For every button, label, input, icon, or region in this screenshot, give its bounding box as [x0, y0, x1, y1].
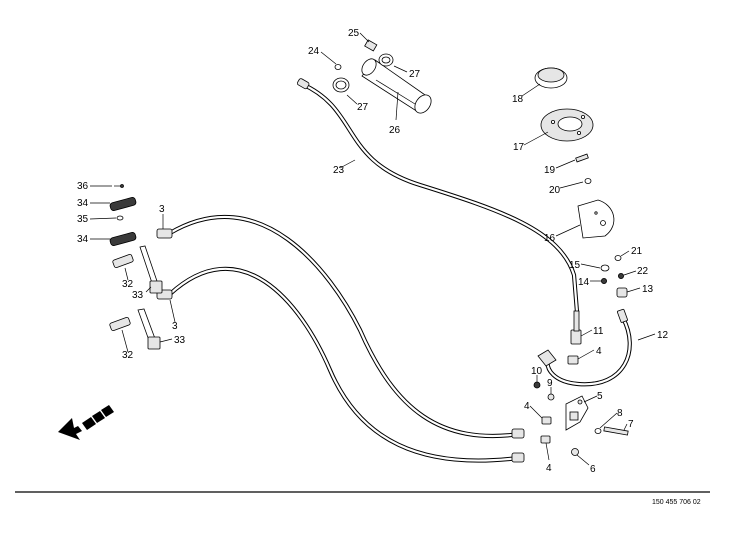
fitting-25 — [364, 39, 378, 52]
leader-lines — [89, 32, 656, 466]
seal-ring-27-lower — [332, 77, 350, 93]
travel-direction-arrow — [58, 405, 114, 440]
grip-34-upper — [109, 197, 137, 211]
callout-5: 5 — [597, 391, 603, 402]
hose-lower-long — [167, 266, 521, 463]
ring-35 — [116, 215, 124, 221]
washer-8 — [594, 428, 602, 434]
washer-20 — [584, 178, 592, 184]
callout-16: 16 — [544, 233, 556, 244]
hose-23 — [299, 81, 580, 315]
callout-32-lower: 32 — [122, 350, 134, 361]
callout-15: 15 — [569, 260, 581, 271]
cap-18 — [534, 67, 568, 89]
pin-36 — [114, 184, 124, 188]
elbow-13 — [616, 287, 628, 298]
callout-23: 23 — [333, 165, 345, 176]
callout-19: 19 — [544, 165, 556, 176]
bracket-plate-16 — [577, 199, 615, 239]
callout-34-upper: 34 — [77, 198, 89, 209]
hose-end-12-upper — [617, 308, 628, 323]
hose-upper-long — [167, 214, 523, 439]
callout-35: 35 — [77, 214, 89, 225]
grip-34-lower — [109, 232, 137, 246]
hose-end-fitting-23-top — [297, 78, 310, 90]
callout-25: 25 — [348, 28, 360, 39]
nut-6 — [571, 448, 579, 456]
fitting-10 — [533, 381, 541, 389]
callout-21: 21 — [631, 246, 643, 257]
callout-22: 22 — [637, 266, 649, 277]
holder-33-upper — [139, 245, 163, 294]
callout-4-upper: 4 — [596, 346, 602, 357]
nut-14 — [601, 277, 608, 284]
callout-18: 18 — [512, 94, 524, 105]
callout-3-upper: 3 — [159, 204, 165, 215]
callout-26: 26 — [389, 125, 401, 136]
callout-17: 17 — [513, 142, 525, 153]
document-number: 150 455 706 02 — [652, 499, 701, 506]
flange-17 — [540, 108, 594, 142]
callout-10: 10 — [531, 366, 543, 377]
callout-14: 14 — [578, 277, 590, 288]
cylinder-26 — [361, 58, 432, 114]
callout-3-lower: 3 — [172, 321, 178, 332]
callout-11: 11 — [593, 326, 604, 337]
callout-27-upper: 27 — [409, 69, 421, 80]
callout-4-middle: 4 — [524, 401, 530, 412]
callout-36: 36 — [77, 181, 89, 192]
callout-7: 7 — [628, 419, 634, 430]
hose-end-fitting-upper — [156, 228, 173, 239]
callout-34-lower: 34 — [77, 234, 89, 245]
callout-33-upper: 33 — [132, 290, 144, 301]
callout-4-lower: 4 — [546, 463, 552, 474]
adapter-4-middle — [541, 416, 552, 425]
screw-19 — [575, 153, 589, 163]
callout-20: 20 — [549, 185, 561, 196]
nut-22 — [618, 272, 625, 279]
adapter-4-lower — [540, 435, 551, 444]
washer-15 — [600, 264, 610, 272]
elbow-fitting-left — [537, 349, 557, 367]
washer-24 — [334, 64, 342, 70]
hose-12 — [545, 315, 632, 387]
callout-24: 24 — [308, 46, 320, 57]
tee-fitting-11 — [570, 310, 582, 345]
callout-12: 12 — [657, 330, 669, 341]
callout-labels: 24 25 27 27 26 18 17 23 19 20 36 34 35 3… — [77, 28, 669, 475]
valve-block-5 — [565, 395, 589, 431]
fitting-9 — [547, 393, 555, 401]
holder-33-lower — [137, 308, 161, 350]
plug-coupling-32-upper — [112, 253, 134, 269]
callout-27-lower: 27 — [357, 102, 369, 113]
hose-end-fitting-right-upper — [511, 428, 525, 439]
washer-21 — [614, 255, 622, 261]
bolt-7 — [603, 426, 629, 436]
callout-9: 9 — [547, 378, 553, 389]
plug-coupling-32-lower — [109, 316, 131, 332]
adapter-4-upper — [567, 355, 579, 365]
callout-32-upper: 32 — [122, 279, 134, 290]
callout-6: 6 — [590, 464, 596, 475]
callout-33-lower: 33 — [174, 335, 186, 346]
callout-8: 8 — [617, 408, 623, 419]
callout-13: 13 — [642, 284, 654, 295]
hose-end-fitting-right-lower — [511, 452, 525, 463]
seal-ring-27-upper — [378, 53, 394, 67]
